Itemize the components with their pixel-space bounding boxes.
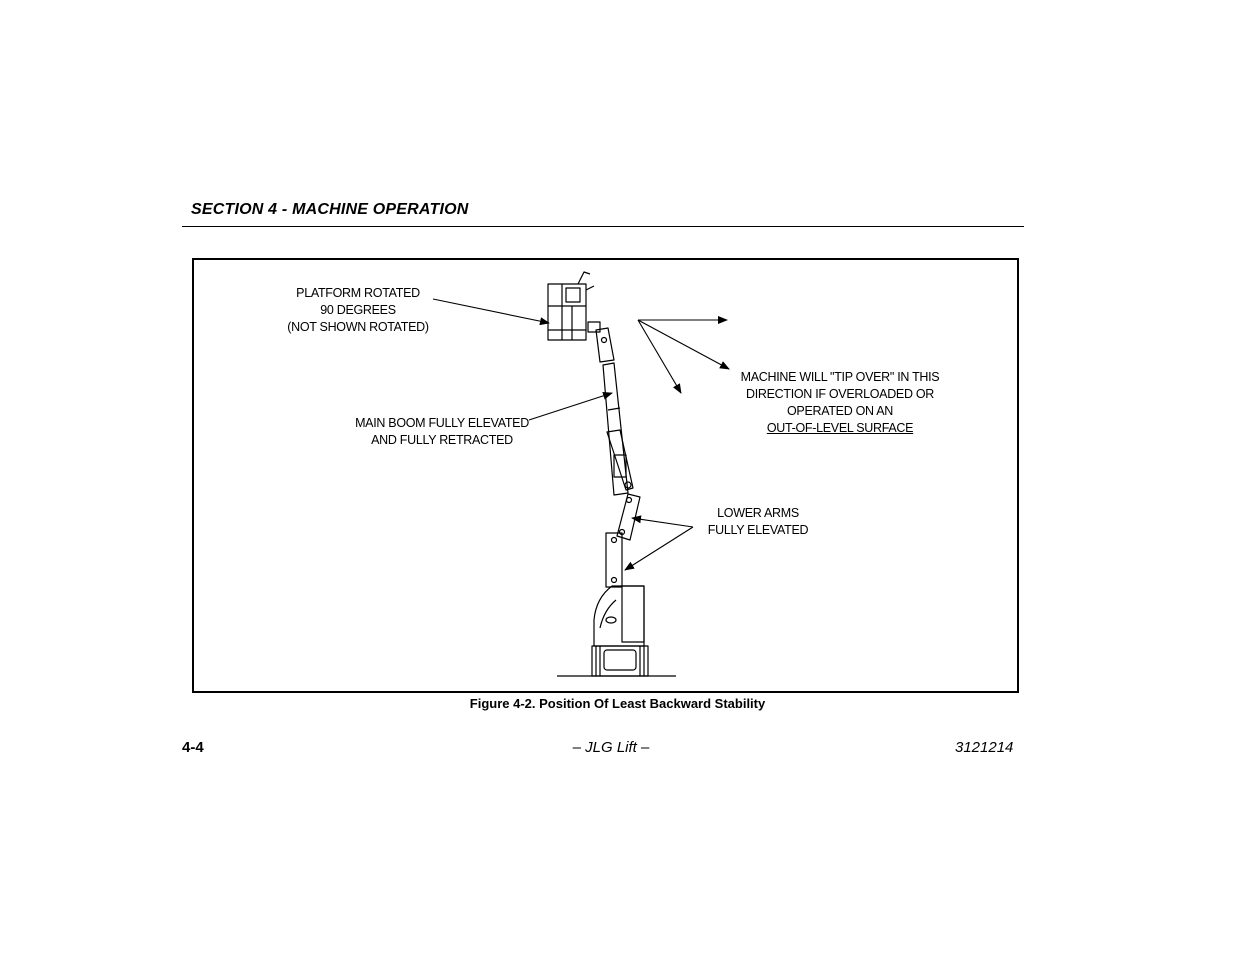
header-rule (182, 226, 1024, 227)
page-number: 4-4 (182, 739, 204, 756)
platform-callout-line: 90 DEGREES (320, 303, 396, 317)
platform-callout-line: PLATFORM ROTATED (296, 286, 420, 300)
tip-over-callout-line: DIRECTION IF OVERLOADED OR (745, 387, 935, 401)
section-title: SECTION 4 - MACHINE OPERATION (191, 201, 469, 218)
main-boom-callout: MAIN BOOM FULLY ELEVATED AND FULLY RETRA… (350, 415, 534, 449)
lower-arms-callout-line: FULLY ELEVATED (707, 523, 809, 537)
platform-callout-line: (NOT SHOWN ROTATED) (287, 320, 429, 334)
platform-callout: PLATFORM ROTATED 90 DEGREES (NOT SHOWN R… (283, 285, 433, 336)
tip-over-callout-line: OPERATED ON AN (786, 404, 893, 418)
tip-over-callout-line: MACHINE WILL "TIP OVER" IN THIS (740, 370, 940, 384)
figure-frame (192, 258, 1019, 693)
tip-over-callout: MACHINE WILL "TIP OVER" IN THIS DIRECTIO… (732, 369, 948, 437)
document-number: 3121214 (955, 739, 1014, 756)
main-boom-callout-line: MAIN BOOM FULLY ELEVATED (355, 416, 529, 430)
lower-arms-callout: LOWER ARMS FULLY ELEVATED (698, 505, 818, 539)
main-boom-callout-line: AND FULLY RETRACTED (371, 433, 513, 447)
tip-over-callout-line: OUT-OF-LEVEL SURFACE (766, 421, 914, 435)
figure-caption: Figure 4-2. Position Of Least Backward S… (469, 696, 766, 711)
lower-arms-callout-line: LOWER ARMS (717, 506, 799, 520)
footer-center-text: – JLG Lift – (572, 739, 650, 756)
